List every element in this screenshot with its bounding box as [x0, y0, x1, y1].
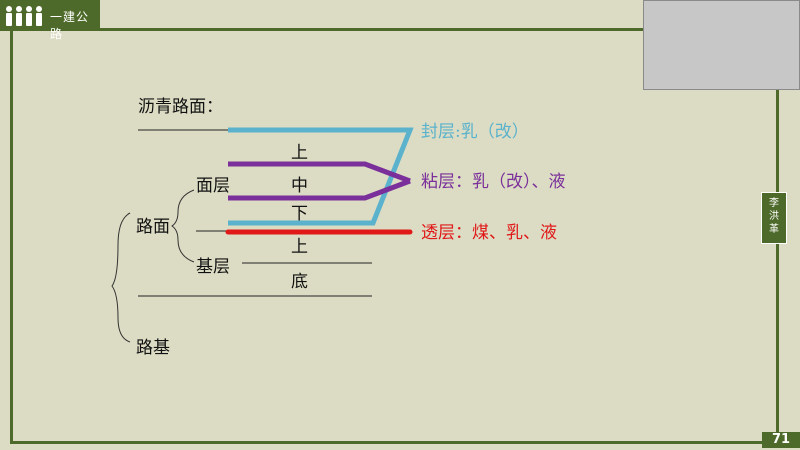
surface-layer-label: 面层: [196, 176, 230, 196]
people-icon: [4, 4, 46, 31]
subgrade-label: 路基: [136, 338, 170, 358]
layer-middle-label: 中: [291, 176, 308, 196]
base-upper-label: 上: [291, 237, 308, 257]
tack-coat-label: 粘层：乳（改）、液: [421, 172, 566, 192]
seal-coat-label: 封层:乳（改）: [421, 122, 529, 142]
layer-lower-label: 下: [291, 204, 308, 224]
prime-coat-label: 透层：煤、乳、液: [421, 223, 557, 243]
lecturer-name: 李洪革: [769, 198, 779, 235]
page-number: 71: [762, 432, 800, 448]
video-placeholder: [643, 0, 800, 90]
frame-right-line-lower: [776, 244, 779, 432]
surface-base-brace: [171, 189, 195, 263]
frame-bottom-line: [10, 441, 762, 444]
frame-top-line: [100, 28, 643, 31]
seal-coat-line: [228, 127, 414, 226]
lecturer-tab[interactable]: 李洪革: [761, 192, 787, 244]
header-badge: 一建公路: [0, 0, 100, 41]
frame-left-line: [10, 31, 13, 444]
base-layer-label: 基层: [196, 257, 230, 277]
course-title: 一建公路: [50, 10, 90, 41]
base-bottom-label: 底: [291, 272, 308, 292]
tack-coat-upper-line: [228, 161, 411, 184]
diagram-title: 沥青路面：: [138, 97, 223, 117]
pavement-subgrade-brace: [111, 212, 131, 343]
tack-coat-lower-line: [228, 178, 411, 201]
frame-right-line-upper: [776, 90, 779, 192]
pavement-label: 路面: [136, 217, 170, 237]
layer-upper-label: 上: [291, 143, 308, 163]
